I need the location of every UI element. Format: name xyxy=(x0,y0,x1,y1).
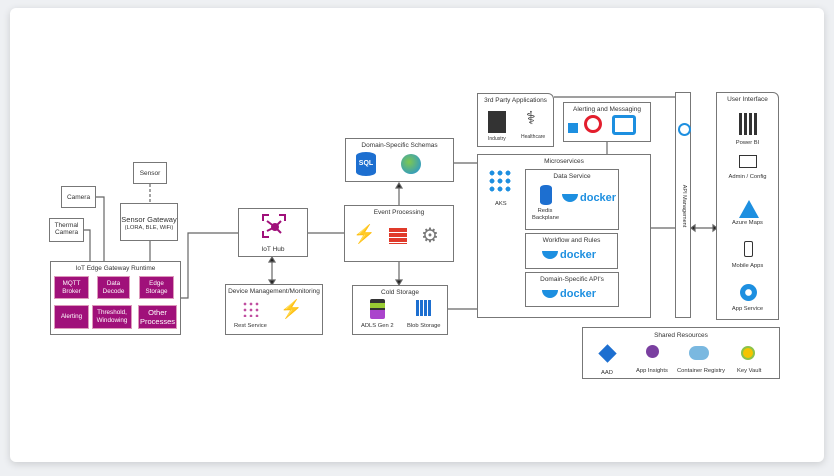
cosmos-db-icon xyxy=(401,154,421,174)
cold-storage-box: Cold Storage ADLS Gen 2 Blob Storage xyxy=(352,285,448,335)
rest-service-icon xyxy=(242,301,260,317)
twilio-icon xyxy=(584,115,602,133)
admin-config-label: Admin / Config xyxy=(728,174,767,180)
aad-icon xyxy=(598,344,617,363)
docker-logo: docker xyxy=(542,249,596,261)
microservices-title: Microservices xyxy=(544,158,584,165)
app-service-icon xyxy=(740,284,757,301)
docker-logo: docker xyxy=(562,192,616,204)
api-management-icon xyxy=(678,123,691,136)
docker-logo: docker xyxy=(542,288,596,300)
event-processing-title: Event Processing xyxy=(373,209,425,216)
azure-maps-label: Azure Maps xyxy=(732,220,763,226)
healthcare-icon: ⚕ xyxy=(526,108,536,128)
app-service-label: App Service xyxy=(731,306,764,312)
app-insights-label: App Insights xyxy=(636,368,668,374)
ui-title: User Interface xyxy=(727,96,768,103)
tile-edge-storage: Edge Storage xyxy=(139,276,174,299)
sensor-gateway-sub: (LORA, BLE, WiFi) xyxy=(124,225,174,231)
camera-box: Camera xyxy=(61,186,96,208)
aad-label: AAD xyxy=(601,370,613,376)
admin-config-icon xyxy=(739,155,757,168)
mobile-apps-label: Mobile Apps xyxy=(731,263,764,269)
api-management-box[interactable]: API Management xyxy=(675,92,691,318)
schemas-box: Domain-Specific Schemas SQL xyxy=(345,138,454,182)
alerting-box: Alerting and Messaging xyxy=(563,102,651,142)
key-vault-label: Key Vault xyxy=(737,368,762,374)
power-bi-label: Power BI xyxy=(735,140,760,146)
thermal-camera-label: Thermal Camera xyxy=(54,222,79,236)
tile-other-processes: Other Processes xyxy=(138,305,177,329)
app-insights-icon xyxy=(646,345,659,358)
mobile-icon xyxy=(744,241,753,257)
shared-resources-box: Shared Resources AAD App Insights Contai… xyxy=(582,327,780,379)
function-icon: ⚡ xyxy=(353,224,376,244)
redis-icon xyxy=(540,185,552,205)
blob-storage-icon xyxy=(416,300,432,316)
azure-maps-icon xyxy=(739,200,759,218)
workflow-title: Workflow and Rules xyxy=(542,237,601,244)
device-mgmt-box: Device Management/Monitoring Rest Servic… xyxy=(225,284,323,335)
schemas-title: Domain-Specific Schemas xyxy=(361,142,438,149)
healthcare-label: Healthcare xyxy=(521,134,546,140)
databricks-icon xyxy=(389,228,407,244)
device-mgmt-title: Device Management/Monitoring xyxy=(228,288,320,295)
container-registry-label: Container Registry xyxy=(677,368,726,374)
aks-icon xyxy=(488,169,513,193)
event-processing-box: Event Processing ⚡ ⚙ xyxy=(344,205,454,262)
redis-label: Redis Backplane xyxy=(532,208,560,221)
sensor-label: Sensor xyxy=(139,170,161,177)
third-party-box: 3rd Party Applications Industry ⚕ Health… xyxy=(477,93,554,147)
sensor-gateway-box: Sensor Gateway (LORA, BLE, WiFi) xyxy=(120,203,178,241)
tile-alerting: Alerting xyxy=(54,305,89,329)
key-vault-icon xyxy=(741,346,755,360)
cold-storage-title: Cold Storage xyxy=(381,289,419,296)
tile-threshold: Threshold, Windowing xyxy=(92,305,132,329)
workflow-box: Workflow and Rules docker xyxy=(525,233,618,269)
iot-hub-box: IoT Hub xyxy=(238,208,308,257)
tile-data-decode: Data Decode xyxy=(97,276,130,299)
adls-label: ADLS Gen 2 xyxy=(361,323,394,329)
container-registry-icon xyxy=(689,346,709,360)
shared-title: Shared Resources xyxy=(654,332,708,339)
alerting-title: Alerting and Messaging xyxy=(573,106,641,113)
user-interface-box: User Interface Power BI Admin / Config A… xyxy=(716,92,779,320)
api-management-label: API Management xyxy=(681,184,687,228)
industry-icon xyxy=(488,111,506,133)
power-bi-icon xyxy=(739,113,757,135)
thermal-camera-box: Thermal Camera xyxy=(49,218,84,242)
blob-storage-label: Blob Storage xyxy=(407,323,441,329)
data-service-box: Data Service Redis Backplane docker xyxy=(525,169,619,230)
third-party-title: 3rd Party Applications xyxy=(484,97,547,104)
domain-apis-box: Domain-Specific API's docker xyxy=(525,272,619,307)
notification-hubs-icon xyxy=(612,115,636,135)
sql-icon: SQL xyxy=(356,152,376,176)
stream-analytics-icon: ⚙ xyxy=(421,225,439,247)
industry-label: Industry xyxy=(488,136,506,142)
aks-label: AKS xyxy=(495,201,507,207)
data-service-title: Data Service xyxy=(553,173,591,180)
edge-runtime-title: IoT Edge Gateway Runtime xyxy=(75,265,156,272)
domain-apis-title: Domain-Specific API's xyxy=(540,276,604,283)
iot-hub-icon xyxy=(262,214,286,238)
service-bus-icon xyxy=(568,123,578,133)
iot-hub-label: IoT Hub xyxy=(261,246,285,253)
adls-icon xyxy=(370,299,385,319)
sensor-gateway-title: Sensor Gateway xyxy=(121,215,177,224)
tile-mqtt-broker: MQTT Broker xyxy=(54,276,89,299)
rest-service-label: Rest Service xyxy=(234,323,267,329)
camera-label: Camera xyxy=(66,194,91,201)
sensor-box: Sensor xyxy=(133,162,167,184)
function-icon: ⚡ xyxy=(280,299,303,319)
